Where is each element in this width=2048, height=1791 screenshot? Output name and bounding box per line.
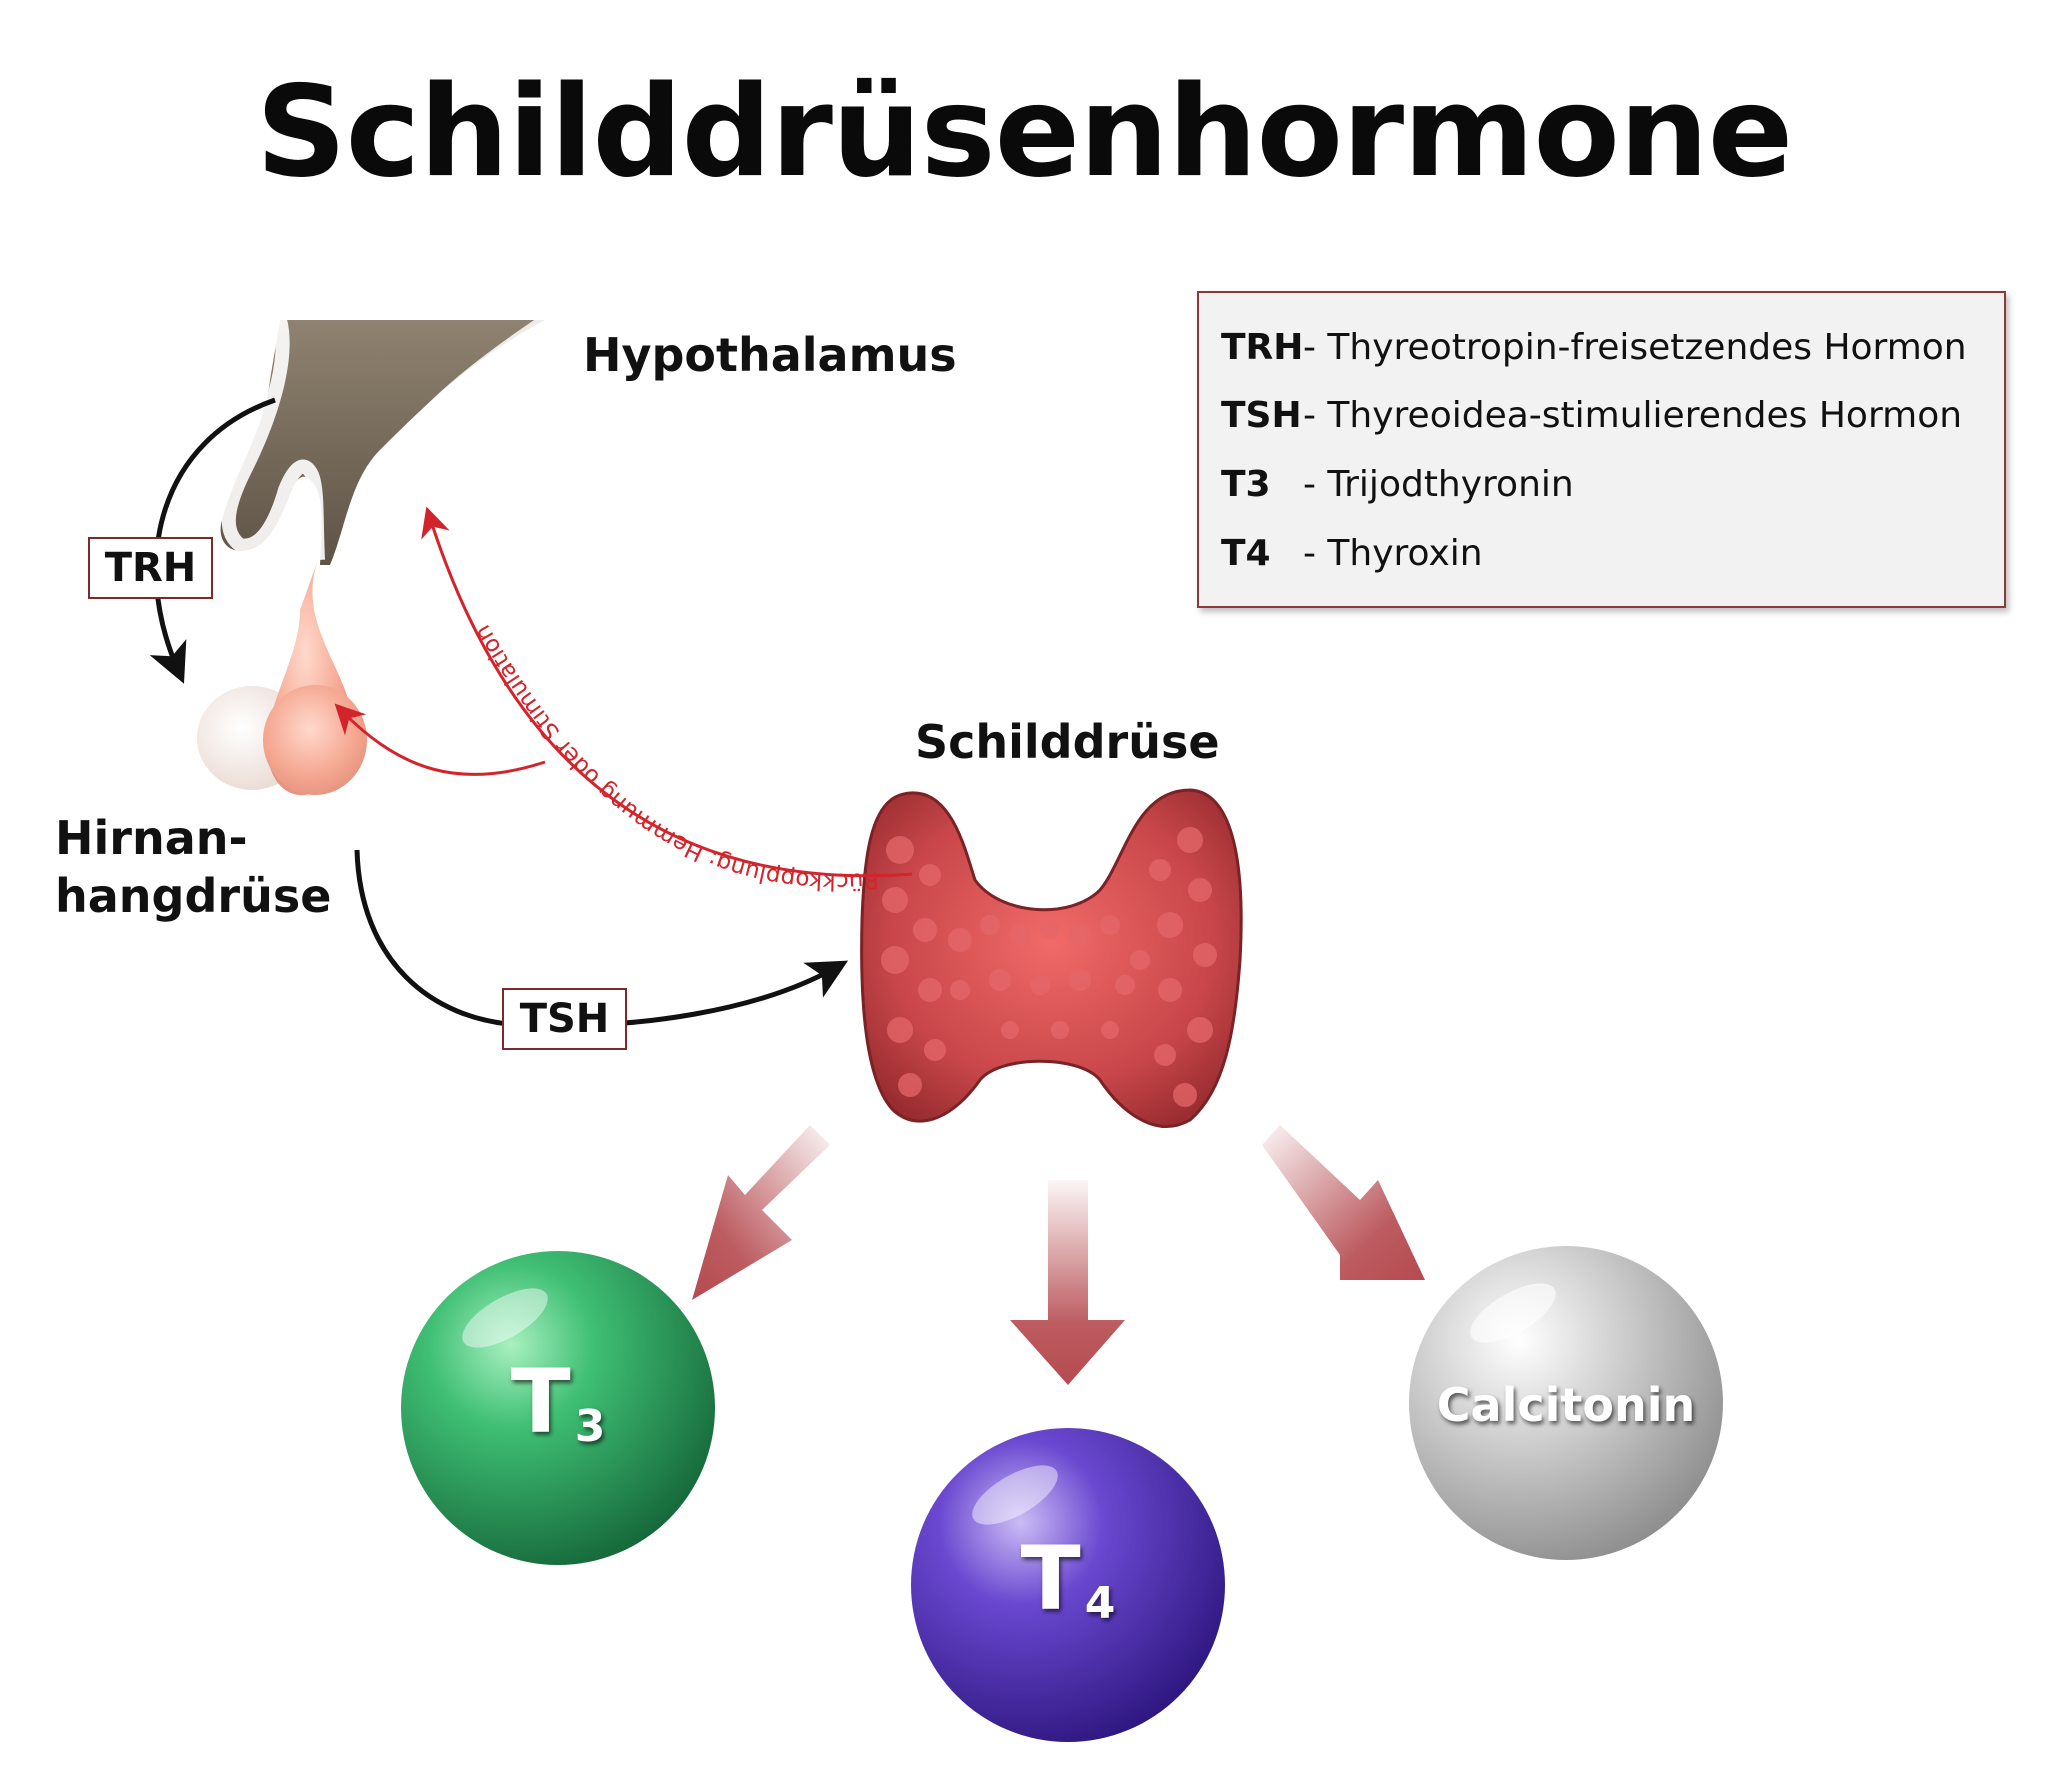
pituitary-illustration [197, 560, 367, 796]
output-arrow-calcitonin [1262, 1125, 1425, 1280]
t3-sub: 3 [574, 1400, 606, 1452]
t4-sub: 4 [1084, 1577, 1116, 1629]
legend-abbr: T3 [1221, 464, 1271, 505]
t3-label: T3 [458, 1350, 658, 1453]
t4-main: T [1020, 1527, 1081, 1630]
legend-text: - Trijodthyronin [1303, 464, 1574, 505]
output-arrow-t3 [692, 1125, 830, 1300]
trh-tag: TRH [88, 537, 213, 599]
feedback-arrow-pituitary [334, 703, 546, 776]
legend-abbr: TSH [1221, 395, 1302, 436]
thyroid-illustration [860, 788, 1243, 1128]
trh-arrow [149, 397, 276, 684]
t4-label: T4 [968, 1527, 1168, 1630]
output-arrow-t4 [1010, 1180, 1125, 1385]
pituitary-label-line1: Hirnan- [55, 811, 248, 865]
t3-main: T [510, 1350, 571, 1453]
pituitary-label-line2: hangdrüse [55, 869, 332, 923]
feedback-arrow-hypothalamus [421, 506, 913, 878]
calcitonin-label: Calcitonin [1436, 1378, 1696, 1432]
t3-sphere [401, 1251, 715, 1565]
legend-row: T4 - Thyroxin [1221, 533, 1483, 574]
legend-row: TRH- Thyreotropin-freisetzendes Hormon [1221, 327, 1967, 368]
feedback-label-text: Rückkopplung: Hemmung oder Stimulation [470, 620, 880, 894]
legend-abbr: T4 [1221, 533, 1271, 574]
legend-row: T3 - Trijodthyronin [1221, 464, 1574, 505]
legend-text: - Thyreotropin-freisetzendes Hormon [1303, 327, 1967, 368]
hypothalamus-illustration [220, 315, 549, 565]
legend-abbr: TRH [1221, 327, 1304, 368]
feedback-label: Rückkopplung: Hemmung oder Stimulation [470, 620, 880, 894]
page-title: Schilddrüsenhormone [255, 58, 1793, 205]
t4-sphere [911, 1428, 1225, 1742]
tsh-tag: TSH [502, 988, 627, 1050]
legend-text: - Thyroxin [1303, 533, 1483, 574]
abbreviation-legend: TRH- Thyreotropin-freisetzendes Hormon T… [1197, 291, 2006, 608]
legend-text: - Thyreoidea-stimulierendes Hormon [1303, 395, 1963, 436]
hypothalamus-label: Hypothalamus [583, 328, 957, 382]
legend-row: TSH- Thyreoidea-stimulierendes Hormon [1221, 395, 1962, 436]
thyroid-label: Schilddrüse [915, 715, 1220, 769]
